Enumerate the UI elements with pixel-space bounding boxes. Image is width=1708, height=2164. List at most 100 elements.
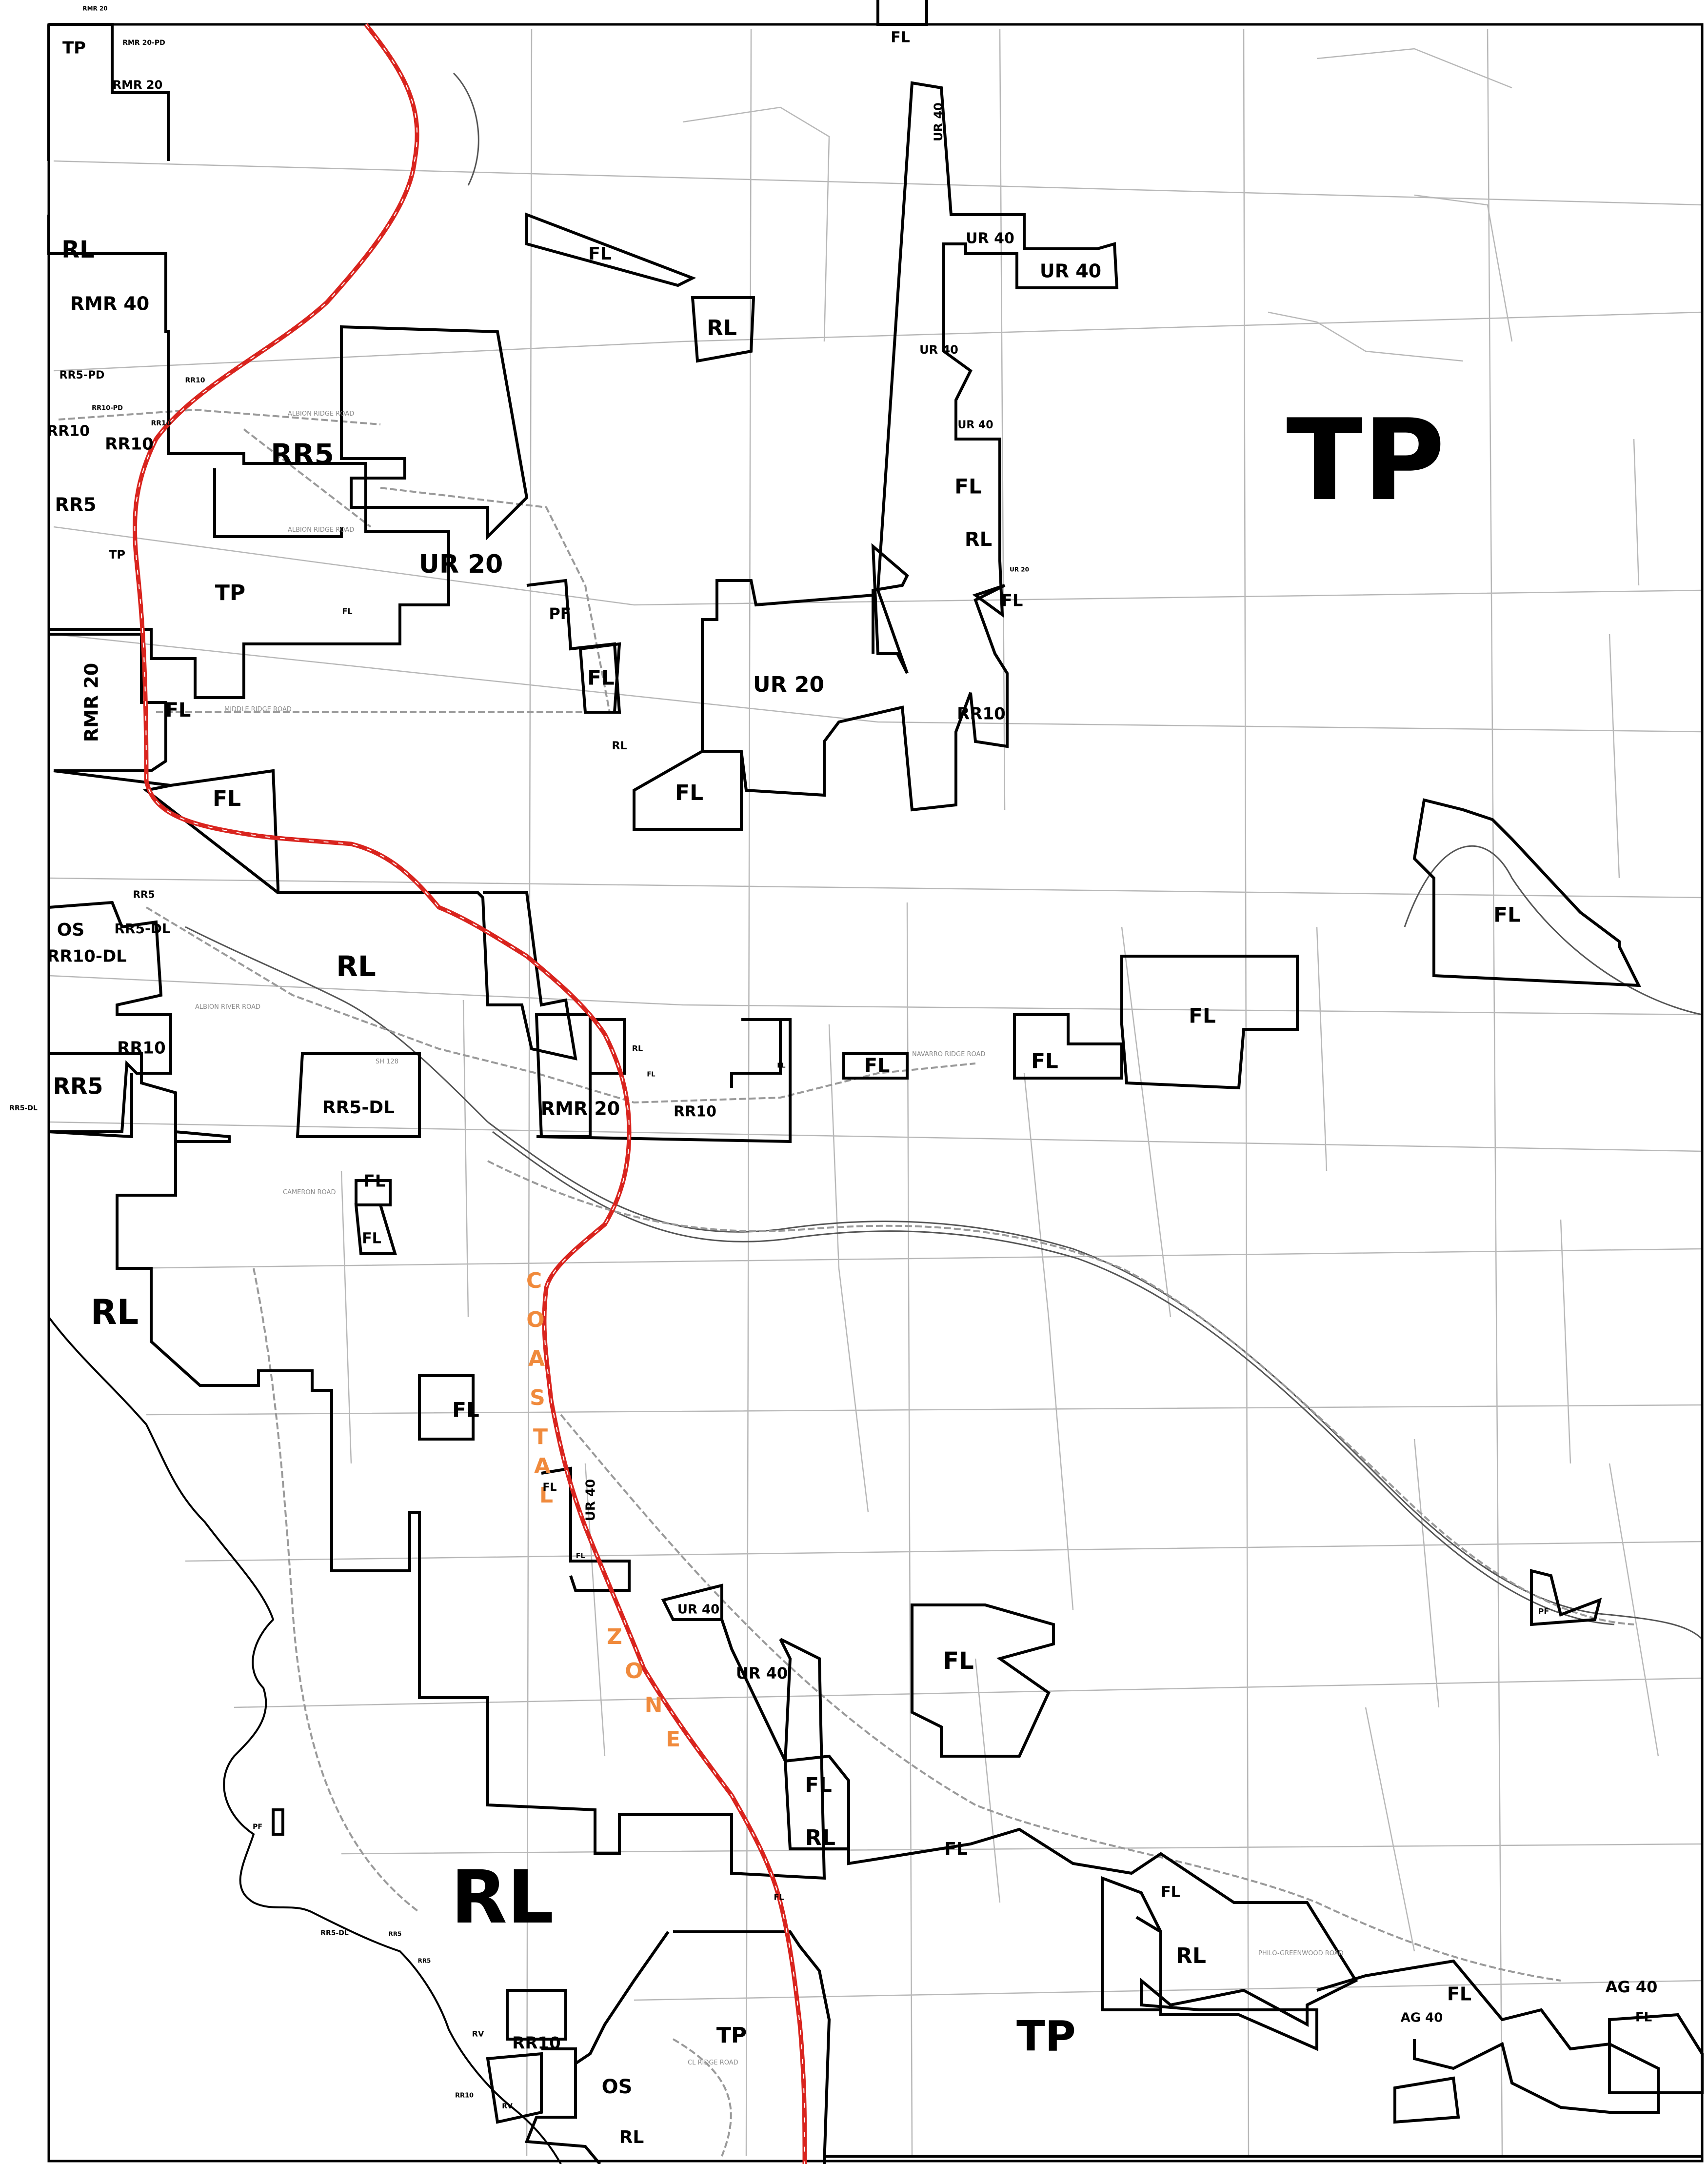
road-label: SH 128 — [376, 1058, 398, 1065]
zone-label: RL — [61, 236, 95, 263]
zone-label: FL — [943, 1647, 973, 1675]
zone-label: FL — [1189, 1004, 1215, 1028]
zone-label: AG 40 — [1401, 2011, 1443, 2025]
zone-label: PF — [1538, 1607, 1549, 1616]
zone-label: RR10 — [957, 704, 1006, 724]
zone-label: FL — [954, 475, 981, 499]
zone-label: FL — [647, 1071, 655, 1079]
zone-label: RR5 — [55, 494, 97, 516]
cz-letter: C — [526, 1268, 542, 1293]
zone-label: TP — [62, 39, 86, 58]
zone-label: RR10 — [185, 377, 205, 384]
zone-label: RMR 20 — [541, 1098, 620, 1120]
zone-label: RV — [472, 2029, 484, 2039]
zone-label: FL — [675, 781, 703, 805]
zone-label: FL — [777, 1062, 785, 1070]
zone-label: UR 40 — [584, 1479, 598, 1521]
road-label: MIDDLE RIDGE ROAD — [224, 706, 292, 713]
zone-label: FL — [362, 1230, 381, 1247]
zone-label: UR 20 — [419, 550, 503, 579]
zone-label: RL — [805, 1825, 835, 1850]
coastal-zone-label: C O A S T A L Z O N E — [526, 1268, 680, 1752]
road-label: CAMERON ROAD — [283, 1189, 336, 1196]
zone-label: RMR 20 — [82, 5, 107, 12]
zone-label: TP — [109, 548, 125, 561]
zone-label: RR5 — [133, 889, 155, 901]
zone-label: RR5-DL — [114, 921, 170, 937]
zone-label: RL — [336, 950, 376, 983]
zone-label: RR10 — [512, 2034, 561, 2053]
zone-label: RR5-DL — [9, 1104, 38, 1112]
zone-label: FL — [213, 786, 241, 811]
zone-label: FL — [1635, 2010, 1652, 2025]
zone-label: FL — [1447, 1984, 1471, 2005]
zone-label: FL — [587, 666, 614, 690]
zone-label: FL — [452, 1398, 479, 1422]
zone-label: RR5-DL — [320, 1929, 349, 1937]
cz-letter: O — [526, 1307, 544, 1332]
zone-label: RMR 20-PD — [122, 39, 165, 47]
zone-label: AG 40 — [1606, 1978, 1658, 1996]
zone-label: UR 40 — [919, 343, 958, 357]
zone-label: RR5-PD — [60, 369, 105, 381]
zone-label: FL — [364, 1172, 386, 1191]
zone-label: FL — [805, 1773, 832, 1797]
zone-label: RL — [1176, 1944, 1206, 1968]
road-label: ALBION RIDGE ROAD — [288, 410, 354, 418]
zone-label: RL — [91, 1292, 139, 1332]
zone-label: RR10 — [151, 420, 171, 427]
zone-label: FL — [1161, 1884, 1180, 1901]
zone-label: RR5 — [389, 1931, 402, 1938]
zone-label: RL — [707, 316, 737, 341]
zone-label: FL — [1001, 591, 1023, 611]
zone-label: OS — [602, 2076, 633, 2098]
zone-label: RR10-DL — [47, 947, 127, 966]
zone-label: RL — [965, 528, 992, 551]
zone-label: RR10 — [47, 423, 90, 440]
zone-label: TP — [215, 581, 245, 605]
zone-label: RL — [632, 1044, 643, 1053]
zone-label: RR10 — [674, 1103, 716, 1121]
zone-label: RV — [502, 2103, 513, 2110]
zone-label: TP — [716, 2023, 747, 2048]
zone-label: FL — [774, 1893, 784, 1902]
zone-label: OS — [57, 920, 85, 940]
zone-label: UR 40 — [966, 230, 1014, 247]
cz-letter: A — [534, 1454, 551, 1479]
zone-label: FL — [588, 244, 612, 264]
road-labels: ALBION RIDGE ROAD ALBION RIDGE ROAD MIDD… — [195, 410, 1344, 2066]
zone-label: RMR 40 — [70, 293, 149, 315]
cz-letter: S — [530, 1385, 545, 1410]
road-label: ALBION RIDGE ROAD — [288, 526, 354, 534]
zone-boundaries — [47, 0, 1704, 2164]
zone-label: FL — [165, 699, 191, 721]
zone-label: UR 40 — [932, 102, 945, 141]
zone-label: FL — [1031, 1049, 1058, 1073]
zone-label: RL — [619, 2127, 644, 2147]
zone-label: FL — [576, 1552, 585, 1560]
zone-label: RL — [612, 740, 627, 752]
road-label: CL RIDGE ROAD — [688, 2059, 738, 2066]
zone-label: RR10 — [117, 1039, 166, 1058]
zone-label: FL — [542, 1482, 556, 1494]
zone-label: RR5 — [53, 1073, 103, 1100]
coastline — [48, 1316, 562, 2164]
cz-letter: L — [539, 1483, 553, 1508]
cz-letter: O — [625, 1659, 643, 1683]
parcel-lines — [48, 29, 1703, 2157]
zone-label: RR5 — [271, 438, 334, 471]
road-label: ALBION RIVER ROAD — [195, 1003, 260, 1011]
coastal-zone-boundary[interactable] — [132, 23, 807, 2164]
road-label: NAVARRO RIDGE ROAD — [912, 1051, 985, 1058]
zone-label: TP — [1016, 2012, 1076, 2061]
zone-label: RR10 — [105, 435, 154, 454]
zone-label: FL — [864, 1055, 890, 1077]
zone-label: RR5-DL — [322, 1098, 395, 1118]
cz-letter: E — [666, 1727, 680, 1752]
zone-label: FL — [342, 607, 352, 616]
zone-label: PF — [253, 1823, 262, 1831]
cz-letter: N — [645, 1693, 663, 1718]
zone-label: TP — [1286, 396, 1445, 526]
roads — [58, 408, 1634, 2157]
